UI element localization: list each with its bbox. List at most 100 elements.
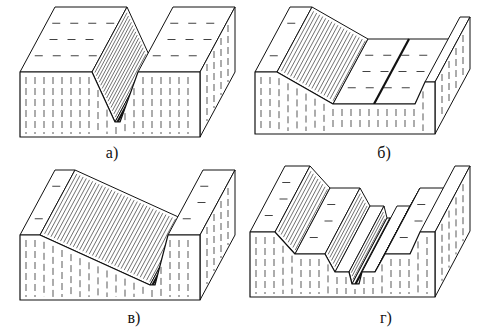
- front-face: [250, 232, 435, 297]
- surface-dash: [183, 218, 191, 219]
- panel-label: а): [106, 144, 118, 162]
- front-hatch: [279, 78, 280, 131]
- front-hatch: [324, 104, 325, 131]
- surface-dash: [86, 39, 94, 40]
- slope-hatch: [61, 181, 93, 241]
- front-hatch: [62, 250, 63, 297]
- block-diagram: [255, 7, 470, 134]
- slope-hatch: [57, 180, 89, 240]
- slope-hatch: [99, 199, 131, 259]
- surface-dash: [363, 71, 371, 72]
- front-hatch: [152, 290, 153, 297]
- panel-label: в): [128, 309, 141, 327]
- front-hatch: [342, 109, 343, 131]
- side-hatch: [463, 184, 464, 241]
- surface-dash: [280, 199, 288, 200]
- surface-dash: [415, 221, 423, 222]
- block-diagram: [20, 170, 235, 300]
- slope-hatch: [124, 210, 156, 270]
- surface-dash: [70, 23, 78, 24]
- front-hatch: [418, 241, 419, 294]
- front-hatch: [44, 242, 45, 297]
- front-hatch: [116, 127, 117, 134]
- side-hatch: [456, 48, 457, 92]
- surface-dash: [52, 23, 60, 24]
- front-hatch: [26, 77, 27, 134]
- surface-dash: [270, 55, 278, 56]
- front-face: [20, 72, 200, 137]
- slope-hatch: [291, 17, 323, 77]
- side-hatch: [228, 188, 229, 245]
- front-hatch: [35, 77, 36, 134]
- surface-dash: [287, 23, 295, 24]
- front-hatch: [152, 77, 153, 134]
- front-hatch: [80, 77, 81, 134]
- surface-dash: [417, 71, 425, 72]
- slope-hatch: [86, 193, 118, 253]
- front-hatch: [53, 246, 54, 297]
- front-hatch: [125, 279, 126, 297]
- surface-dash: [198, 202, 206, 203]
- slope-hatch: [51, 177, 83, 237]
- front-hatch: [310, 259, 311, 294]
- front-hatch: [179, 77, 180, 134]
- slope-hatch: [118, 207, 150, 267]
- side-hatch: [207, 227, 208, 284]
- slope-hatch: [281, 11, 313, 71]
- surface-dash: [88, 23, 96, 24]
- side-hatch: [207, 64, 208, 121]
- panel-label: г): [380, 309, 392, 327]
- slope-hatch: [45, 174, 77, 234]
- front-hatch: [53, 77, 54, 134]
- surface-dash: [417, 204, 425, 205]
- front-hatch: [396, 109, 397, 131]
- slope-hatch: [115, 206, 147, 266]
- surface-dash: [327, 204, 335, 205]
- slope-hatch: [294, 18, 326, 78]
- surface-dash: [50, 39, 58, 40]
- front-hatch: [319, 259, 320, 294]
- side-hatch: [456, 197, 457, 254]
- front-hatch: [98, 266, 99, 297]
- front-hatch: [89, 77, 90, 134]
- surface-dash: [400, 237, 408, 238]
- front-hatch: [306, 94, 307, 131]
- front-hatch: [134, 283, 135, 297]
- front-hatch: [26, 240, 27, 297]
- surface-dash: [204, 39, 212, 40]
- front-hatch: [170, 240, 171, 297]
- surface-dash: [366, 87, 374, 88]
- surface-dash: [419, 55, 427, 56]
- slope-hatch: [70, 186, 102, 246]
- front-hatch: [161, 77, 162, 134]
- slope-hatch: [102, 200, 134, 260]
- front-face: [20, 235, 200, 300]
- front-hatch: [369, 109, 370, 131]
- surface-dash: [381, 71, 389, 72]
- front-hatch: [301, 259, 302, 294]
- front-hatch: [387, 109, 388, 131]
- front-hatch: [134, 88, 135, 134]
- front-hatch: [283, 246, 284, 294]
- front-hatch: [161, 267, 162, 297]
- surface-dash: [153, 55, 161, 56]
- front-hatch: [382, 264, 383, 294]
- slope-hatch: [111, 204, 143, 264]
- front-hatch: [143, 77, 144, 134]
- side-face: [200, 7, 235, 137]
- front-hatch: [355, 289, 356, 294]
- front-hatch: [364, 277, 365, 294]
- front-hatch: [62, 77, 63, 134]
- front-hatch: [292, 256, 293, 294]
- front-hatch: [188, 240, 189, 297]
- surface-dash: [282, 182, 290, 183]
- surface-dash: [200, 186, 208, 187]
- slope-hatch: [297, 20, 329, 80]
- front-hatch: [378, 109, 379, 131]
- side-hatch: [449, 61, 450, 105]
- slope-hatch: [67, 184, 99, 244]
- side-hatch: [442, 224, 443, 281]
- surface-dash: [402, 87, 410, 88]
